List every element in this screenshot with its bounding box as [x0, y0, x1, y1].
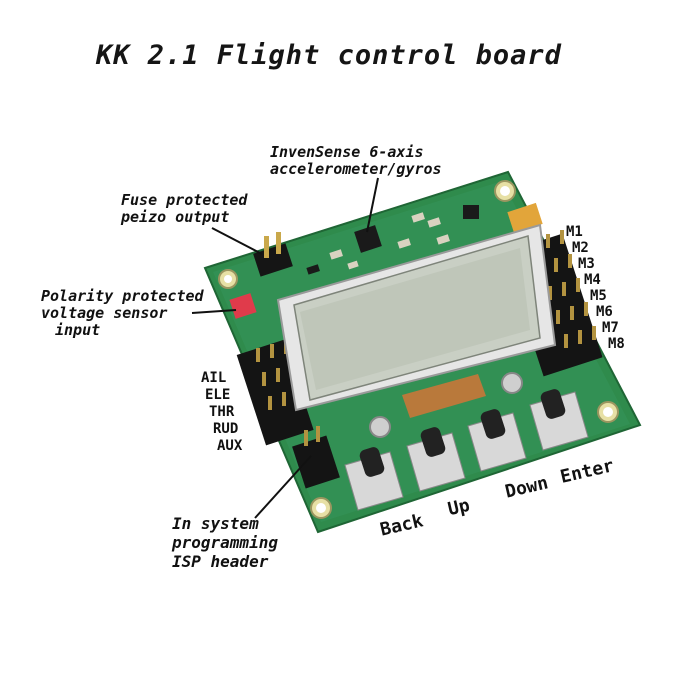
button-down: [467, 409, 527, 472]
isp-header: [292, 435, 340, 489]
lcd-display: [276, 223, 557, 412]
receiver-label: RUD: [213, 421, 239, 437]
piezo-header: [253, 232, 293, 277]
receiver-label: THR: [209, 404, 235, 420]
isp-annotation: In system programming ISP header: [172, 514, 278, 571]
receiver-label: AUX: [217, 438, 243, 454]
motor-label: M7: [602, 320, 619, 336]
motor-label: M8: [608, 336, 625, 352]
receiver-headers: [236, 339, 314, 446]
button-enter: [529, 389, 589, 451]
voltage-connector: [229, 293, 257, 319]
leader-fuse: [211, 227, 263, 255]
leader-polarity: [191, 309, 237, 314]
motor-label: M1: [566, 224, 583, 240]
tantalum-cap: [507, 202, 543, 234]
polarity-annotation: Polarity protected voltage sensor input: [41, 287, 204, 339]
motor-label: M3: [578, 256, 595, 272]
motor-label: M4: [584, 272, 601, 288]
receiver-label: AIL: [201, 370, 227, 386]
leader-sensor: [366, 177, 379, 233]
motor-label: M5: [590, 288, 607, 304]
ribbon-cable: [402, 374, 486, 418]
gyro-chip: [354, 225, 382, 253]
receiver-label: ELE: [205, 387, 231, 403]
motor-label: M2: [572, 240, 589, 256]
motor-label: M6: [596, 304, 613, 320]
fuse-annotation: Fuse protected peizo output: [121, 191, 248, 226]
leader-isp: [254, 455, 312, 519]
button-back: [344, 447, 404, 511]
page-title: KK 2.1 Flight control board: [96, 40, 562, 71]
button-up: [406, 427, 466, 492]
sensor-annotation: InvenSense 6-axis accelerometer/gyros: [270, 143, 442, 178]
